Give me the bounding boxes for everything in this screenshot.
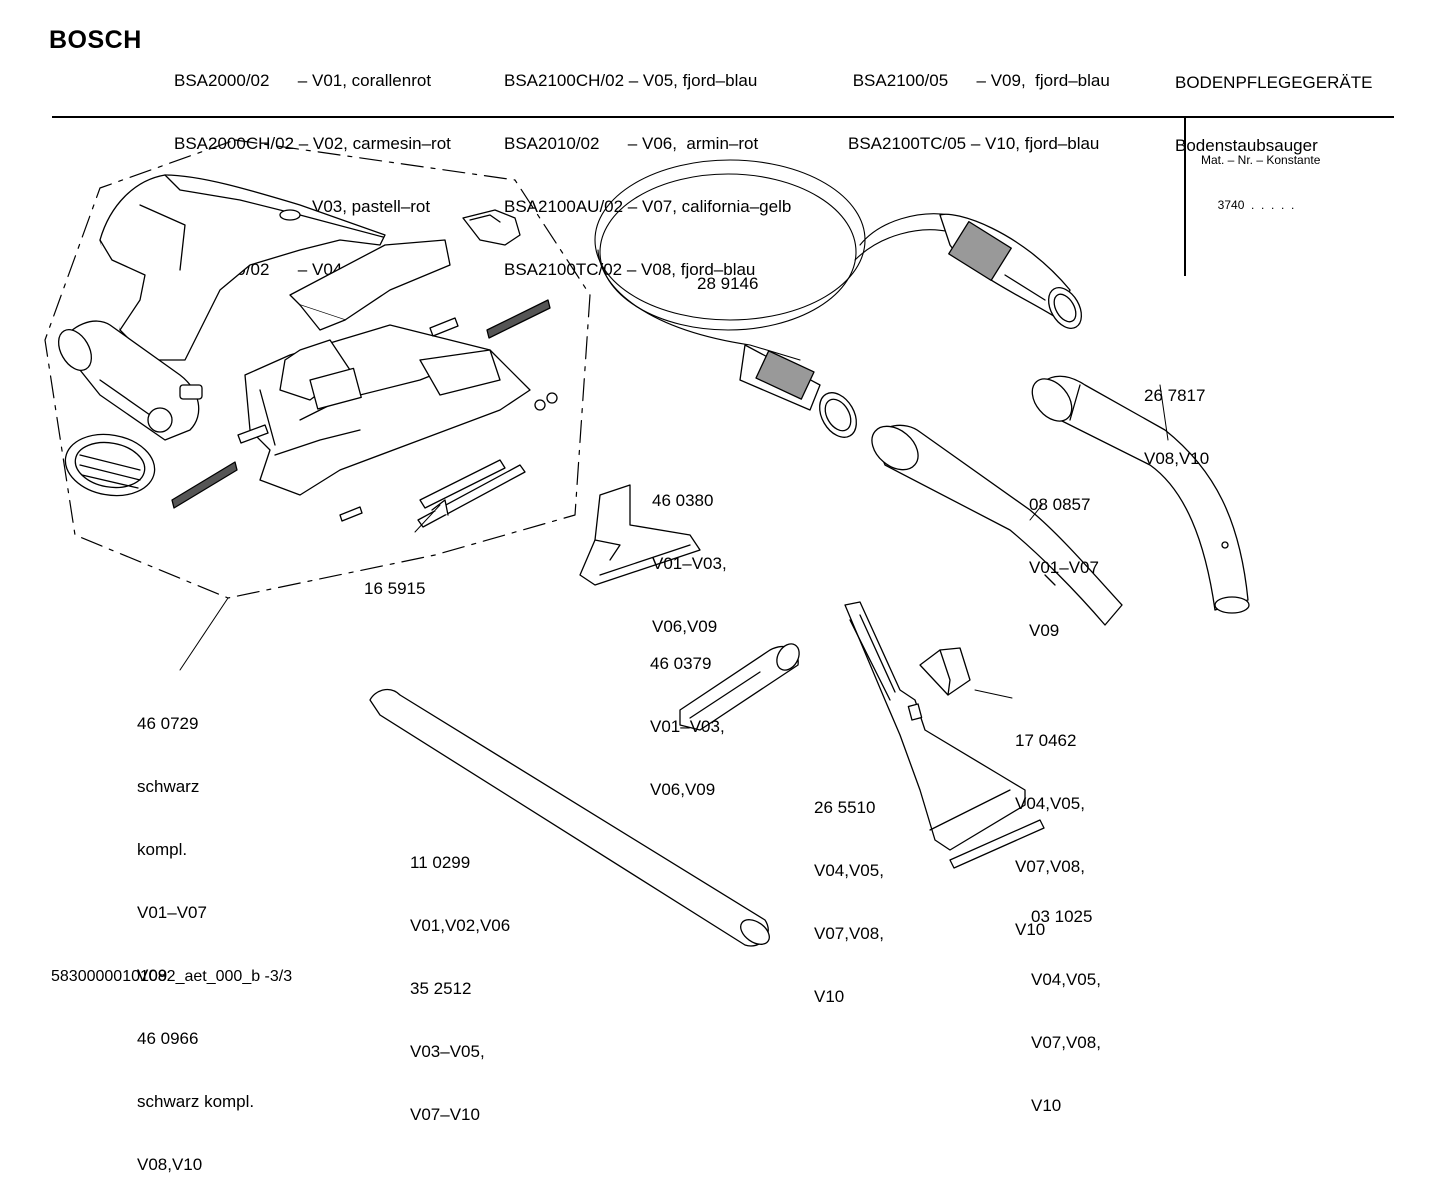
- brush-strips: [171, 299, 551, 509]
- part-description: schwarz kompl.: [137, 1092, 255, 1111]
- part-variant: V10: [814, 987, 845, 1006]
- handle-tube: [871, 424, 1123, 626]
- clip-leader-line: [974, 689, 1013, 699]
- part-variant: V08,V10: [137, 1155, 203, 1174]
- wiper-strips: [417, 459, 526, 528]
- part-variant: V01–V03,: [652, 554, 727, 573]
- nozzle-base-frame: [244, 324, 531, 496]
- part-label-floor-tool: 26 5510 V04,V05, V07,V08, V10: [814, 755, 884, 1028]
- tube-clip: [919, 647, 971, 696]
- hose-handle: [1031, 375, 1250, 614]
- part-number: 16 5915: [364, 579, 426, 598]
- model-line: BSA2000CH/02 – V02, carmesin–rot: [174, 134, 451, 153]
- part-variant: V10: [1031, 1096, 1062, 1115]
- part-number: 26 5510: [814, 798, 876, 817]
- category-title: BODENPFLEGEGERÄTE: [1175, 73, 1373, 92]
- exploded-parts-drawing: [44, 139, 1250, 947]
- model-list-col3: BSA2100/05 – V09, fjord–blau BSA2100TC/0…: [848, 28, 1110, 175]
- upholstery-nozzle: [579, 484, 701, 586]
- extension-tube: [369, 688, 770, 947]
- mat-number-title: Mat. – Nr. – Konstante: [1201, 153, 1321, 167]
- part-variant: V08,V10: [1144, 449, 1210, 468]
- part-number: 03 1025: [1031, 907, 1093, 926]
- part-description: schwarz: [137, 777, 200, 796]
- model-line: BSA2100AU/02 – V07, california–gelb: [504, 197, 792, 216]
- part-variant: V03–V05,: [410, 1042, 485, 1061]
- part-variant: V09: [1029, 621, 1060, 640]
- part-variant: V06,V09: [652, 617, 718, 636]
- part-number: 11 0299: [410, 853, 471, 872]
- assembly-boundary: [44, 139, 591, 599]
- part-label-nozzle: 16 5915: [364, 536, 425, 620]
- mat-box-divider: [1184, 118, 1186, 276]
- part-variant: V09: [137, 966, 168, 985]
- part-label-handle: 26 7817 V08,V10: [1144, 343, 1209, 490]
- part-number: 46 0966: [137, 1029, 199, 1048]
- part-variant: V07,V08,: [814, 924, 884, 943]
- document-id: 58300000101082_aet_000_b -3/3: [51, 968, 293, 985]
- suction-hose: [594, 159, 951, 376]
- part-label-hose: 28 9146: [697, 231, 758, 315]
- model-line: BSA2100/05 – V09, fjord–blau: [848, 71, 1110, 90]
- part-variant: V01,V02,V06: [410, 916, 511, 935]
- part-variant: V07,V08,: [1015, 857, 1085, 876]
- category-subtitle: Bodenstaubsauger: [1175, 136, 1318, 155]
- model-line: BSA2010/02 – V06, armin–rot: [504, 134, 759, 153]
- hose-connector-bottom: [739, 344, 857, 438]
- part-variant: V01–V07: [137, 903, 207, 922]
- mat-number-box: Mat. – Nr. – Konstante 3740 . . . . .: [1201, 123, 1320, 228]
- model-line: BSA2000/02 – V01, corallenrot: [174, 71, 432, 90]
- part-number: 17 0462: [1015, 731, 1077, 750]
- part-variant: V01–V03,: [650, 717, 725, 736]
- oval-nozzle: [64, 433, 156, 497]
- crevice-nozzle: [679, 643, 800, 731]
- floor-tool: [844, 601, 1026, 851]
- part-variant: V07–V10: [410, 1105, 480, 1124]
- part-number: 46 0729: [137, 714, 199, 733]
- part-label-nozzle-assembly: 46 0729 schwarz kompl. V01–V07 V09 46 09…: [137, 671, 254, 1196]
- part-label-handle-tube: 08 0857 V01–V07 V09: [1029, 452, 1099, 662]
- nozzle-leader-line: [414, 504, 441, 533]
- part-label-tube: 11 0299 V01,V02,V06 35 2512 V03–V05, V07…: [410, 810, 510, 1146]
- part-variant: V04,V05,: [814, 861, 884, 880]
- part-variant: V07,V08,: [1031, 1033, 1101, 1052]
- part-number: 28 9146: [697, 274, 759, 293]
- part-variant: V04,V05,: [1015, 794, 1085, 813]
- floor-nozzle-body: [99, 174, 386, 361]
- pins: [237, 317, 558, 522]
- mat-number-value: 3740 . . . . .: [1201, 198, 1295, 212]
- floor-tool-strip: [949, 819, 1045, 869]
- part-label-strip: 03 1025 V04,V05, V07,V08, V10: [1031, 864, 1101, 1137]
- category-block: BODENPFLEGEGERÄTE Bodenstaubsauger: [1175, 30, 1372, 177]
- assembly-leader-line: [179, 597, 229, 671]
- part-label-clip: 17 0462 V04,V05, V07,V08, V10: [1015, 688, 1085, 961]
- model-list-col2: BSA2100CH/02 – V05, fjord–blau BSA2010/0…: [504, 28, 791, 301]
- bosch-logo: BOSCH: [49, 26, 142, 54]
- hose-connector-top: [939, 213, 1083, 329]
- model-line: BSA2100TC/05 – V10, fjord–blau: [848, 134, 1100, 153]
- nozzle-top-plate: [289, 239, 451, 331]
- part-label-crevice-nozzle: 46 0379 V01–V03, V06,V09: [650, 611, 725, 821]
- pedal-part: [462, 209, 521, 246]
- part-variant: V10: [1015, 920, 1046, 939]
- model-line: BSA2100CH/02 – V05, fjord–blau: [504, 71, 758, 90]
- part-description: kompl.: [137, 840, 188, 859]
- part-label-upholstery-nozzle: 46 0380 V01–V03, V06,V09: [652, 448, 727, 658]
- part-number: 46 0380: [652, 491, 714, 510]
- part-variant: V01–V07: [1029, 558, 1099, 577]
- handle-leader-line: [1159, 384, 1169, 441]
- model-line: BSA2100TC/02 – V08, fjord–blau: [504, 260, 756, 279]
- part-number: 35 2512: [410, 979, 472, 998]
- part-variant: V04,V05,: [1031, 970, 1101, 989]
- header-rule: [52, 116, 1394, 118]
- part-number: 46 0379: [650, 654, 712, 673]
- part-number: 26 7817: [1144, 386, 1206, 405]
- swivel-joint: [57, 320, 203, 441]
- handle-tube-leader-line: [1029, 504, 1043, 521]
- part-number: 08 0857: [1029, 495, 1091, 514]
- part-variant: V06,V09: [650, 780, 716, 799]
